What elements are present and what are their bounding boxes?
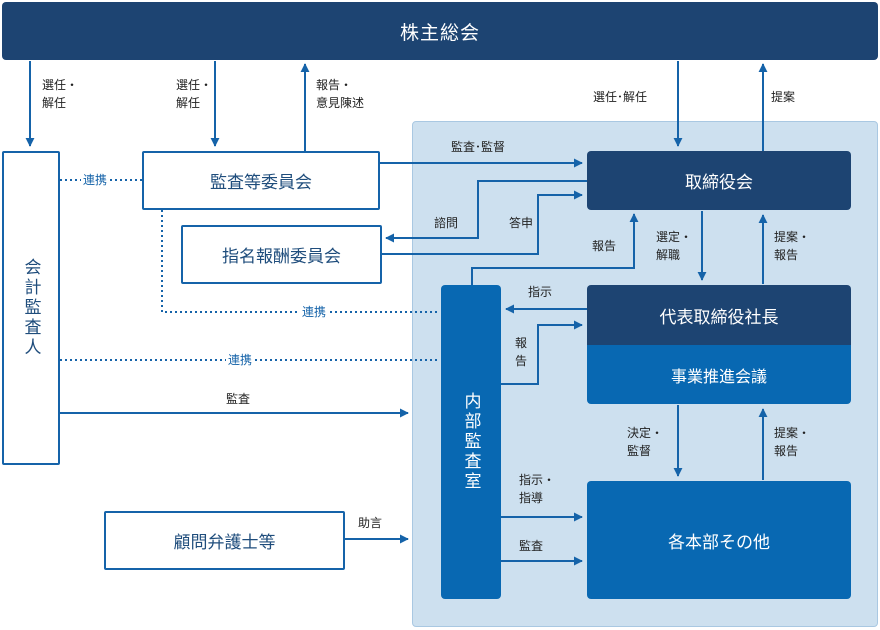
label-coop-committee-internal: 連携 bbox=[300, 303, 329, 321]
business-meeting-box: 事業推進会議 bbox=[587, 345, 851, 404]
label-advice: 助言 bbox=[358, 516, 383, 530]
label-coop-auditor-committee: 連携 bbox=[81, 171, 110, 189]
shareholders-label: 株主総会 bbox=[399, 21, 480, 44]
internal-audit-label: 内部監査室 bbox=[460, 392, 481, 492]
label-propose-report-board: 提案・報告 bbox=[774, 230, 811, 262]
president-label: 代表取締役社長 bbox=[659, 307, 779, 328]
departments-label: 各本部その他 bbox=[668, 532, 770, 553]
nomination-committee-box: 指名報酬委員会 bbox=[181, 225, 382, 284]
label-elect-dismiss-auditor: 選任・解任 bbox=[42, 78, 79, 110]
audit-committee-label: 監査等委員会 bbox=[210, 173, 312, 193]
label-proposal-board: 提案 bbox=[771, 90, 796, 104]
auditor-box: 会計監査人 bbox=[2, 151, 60, 465]
legal-advisors-box: 顧問弁護士等 bbox=[104, 511, 345, 570]
arrow-internal-to-board bbox=[471, 213, 639, 285]
arrow-internal-to-president bbox=[501, 320, 583, 385]
shareholders-box: 株主総会 bbox=[2, 2, 878, 60]
label-audit-supervise: 監査･監督 bbox=[451, 138, 506, 156]
president-box: 代表取締役社長 bbox=[587, 285, 851, 345]
label-coop-auditor-internal: 連携 bbox=[226, 351, 255, 369]
audit-committee-box: 監査等委員会 bbox=[142, 151, 380, 210]
board-label: 取締役会 bbox=[685, 173, 753, 193]
board-box: 取締役会 bbox=[587, 151, 851, 210]
auditor-label: 会計監査人 bbox=[20, 258, 41, 358]
dotted-committee-internal bbox=[161, 210, 440, 313]
arrow-board-to-nomination bbox=[385, 180, 587, 243]
label-audit-internal: 監査 bbox=[519, 539, 544, 553]
nomination-committee-label: 指名報酬委員会 bbox=[222, 247, 341, 267]
label-select-dismiss: 選定・解職 bbox=[656, 230, 693, 262]
label-instruct: 指示 bbox=[528, 285, 553, 299]
label-reply: 答申 bbox=[509, 216, 534, 230]
label-report-internal-board: 報告 bbox=[592, 239, 617, 253]
arrow-nomination-to-board bbox=[382, 190, 583, 255]
label-report-internal-president: 報告 bbox=[515, 336, 528, 368]
label-report-opinion: 報告・意見陳述 bbox=[316, 78, 365, 110]
departments-box: 各本部その他 bbox=[587, 481, 851, 599]
label-elect-dismiss-board: 選任･解任 bbox=[593, 90, 648, 104]
label-audit-by-auditor: 監査 bbox=[226, 392, 251, 406]
label-inquiry: 諮問 bbox=[434, 216, 459, 230]
internal-audit-box: 内部監査室 bbox=[441, 285, 501, 599]
label-elect-dismiss-committee: 選任・解任 bbox=[176, 78, 213, 110]
label-decide-supervise: 決定・監督 bbox=[627, 426, 664, 458]
label-instruct-guide: 指示・指導 bbox=[519, 473, 556, 505]
legal-advisors-label: 顧問弁護士等 bbox=[173, 533, 276, 553]
business-meeting-label: 事業推進会議 bbox=[670, 366, 767, 386]
label-propose-report-dept: 提案・報告 bbox=[774, 426, 811, 458]
